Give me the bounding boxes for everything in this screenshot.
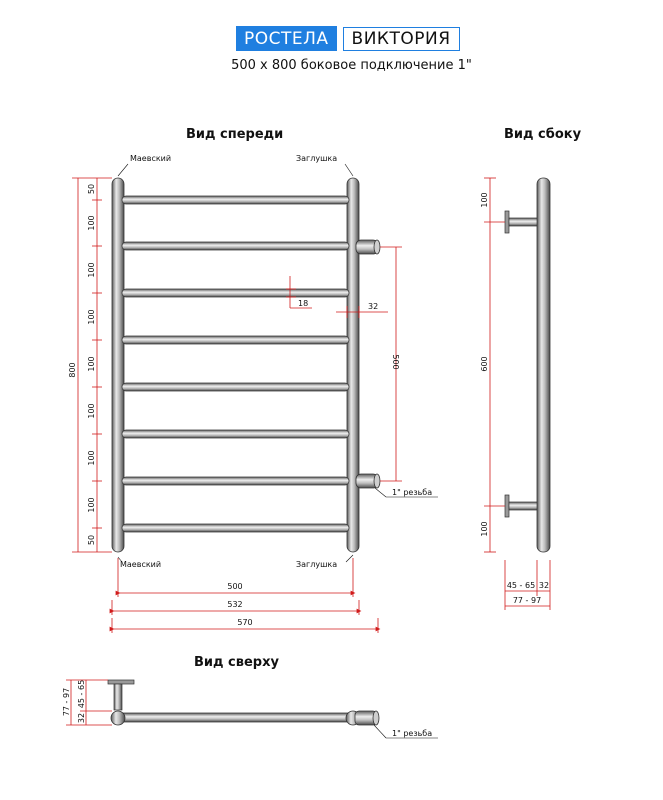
top-view-title: Вид сверху [194,655,279,670]
dim-width-total: 570 [237,618,252,627]
label-maevsky-bottom: Маевский [120,560,161,569]
rung [121,523,350,533]
top-view-mount [107,679,135,711]
rung [121,476,350,486]
dim-top-total: 77 - 97 [62,688,71,716]
side-height-dimension [484,177,505,553]
side-depth-dimensions [504,560,551,610]
dim-spacing: 100 [87,215,96,230]
leader-line [374,487,387,498]
rung [121,288,350,298]
connection-top [355,239,381,255]
side-mount-bottom [504,494,538,518]
label-maevsky-top: Маевский [130,154,171,163]
dim-spacing: 100 [87,356,96,371]
dim-side-depth-range: 45 - 65 [507,581,535,590]
rungs [121,195,350,533]
dim-width-outer: 532 [227,600,242,609]
connection-distance-dimension [380,246,402,482]
side-mount-top [504,210,538,234]
dim-pipe-offset: 32 [368,302,378,311]
dim-spacing: 100 [87,497,96,512]
header: РОСТЕЛА ВИКТОРИЯ [236,26,460,51]
dim-connection: 500 [391,354,400,369]
model-name: ВИКТОРИЯ [342,26,460,51]
dim-side-depth-tail: 32 [539,581,549,590]
dim-side-depth-total: 77 - 97 [513,596,541,605]
top-view-rung [117,712,355,723]
rung [121,429,350,439]
rung [121,195,350,205]
rung [121,241,350,251]
bar-gap-dimension [286,276,312,309]
dim-spacing: 50 [87,535,96,545]
label-plug-top: Заглушка [296,154,337,163]
leader-line [345,554,354,563]
dim-spacing: 50 [87,184,96,194]
pipe-offset-dimension [336,306,388,318]
dim-bar-gap: 18 [298,299,308,308]
subtitle: 500 x 800 боковое подключение 1" [231,58,472,73]
leader-line [117,556,123,563]
dim-top-a: 32 [77,713,86,723]
thread-label-top: 1" резьба [392,729,432,738]
dim-top-b: 45 - 65 [77,680,86,708]
leader-line [117,163,129,177]
brand-logo: РОСТЕЛА [236,26,337,51]
dim-side-top: 100 [480,192,489,207]
label-plug-bottom: Заглушка [296,560,337,569]
dim-width-inner: 500 [227,582,242,591]
leader-line [344,163,354,177]
dim-spacing: 100 [87,309,96,324]
dim-spacing: 100 [87,450,96,465]
thread-label-front: 1" резьба [392,488,432,497]
rung [121,382,350,392]
side-view-title: Вид сбоку [504,127,582,142]
dim-side-bottom: 100 [480,521,489,536]
dim-side-middle: 600 [480,356,489,371]
dim-spacing: 100 [87,262,96,277]
width-dimensions [109,558,381,633]
rung [121,335,350,345]
right-riser [346,177,360,553]
front-view-title: Вид спереди [186,127,283,142]
top-view-left-riser [110,710,126,726]
top-view-depth-dimensions [66,679,112,726]
dim-height-total: 800 [68,362,77,377]
dim-spacing: 100 [87,403,96,418]
side-riser [536,177,551,553]
top-view-connection [354,710,380,726]
connection-bottom [355,473,381,489]
height-dimension [72,177,112,553]
left-riser [111,177,125,553]
leader-line [373,724,387,739]
